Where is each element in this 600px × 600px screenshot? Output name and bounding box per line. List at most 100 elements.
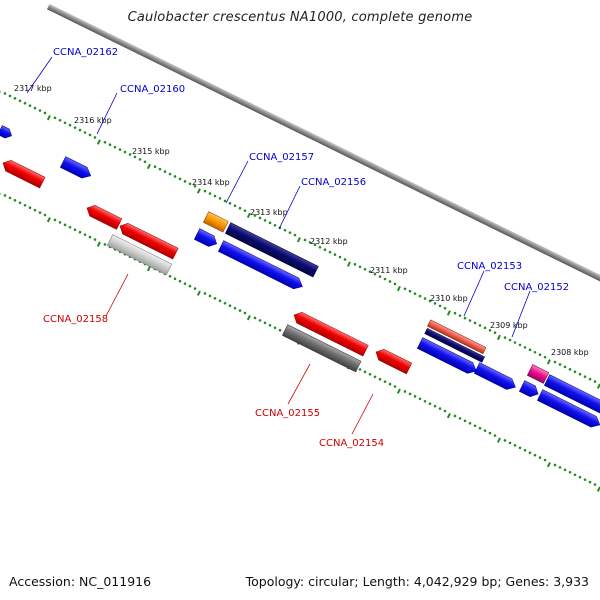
- tick-dot: [238, 206, 242, 210]
- gene-feature-reverse[interactable]: [291, 310, 369, 357]
- gene-label-ccna-02155[interactable]: CCNA_02155: [255, 408, 320, 419]
- tick-dot: [63, 223, 67, 227]
- tick-dot: [118, 148, 122, 151]
- tick-dot: [158, 167, 162, 171]
- tick-dot: [13, 97, 17, 100]
- tick-dot: [88, 133, 92, 137]
- tick-dot: [68, 226, 72, 229]
- tick-dot: [578, 372, 582, 376]
- gene-label-ccna-02152[interactable]: CCNA_02152: [504, 282, 569, 293]
- tick-dot: [23, 203, 27, 207]
- tick-mark: [346, 261, 351, 267]
- tick-dot: [433, 404, 437, 408]
- tick-dot: [88, 235, 92, 239]
- tick-dot: [133, 155, 137, 159]
- tick-dot: [383, 277, 387, 281]
- gene-label-ccna-02160[interactable]: CCNA_02160: [120, 84, 185, 95]
- tick-dot: [103, 243, 107, 246]
- gene-label-ccna-02156[interactable]: CCNA_02156: [301, 177, 366, 188]
- tick-mark: [296, 237, 301, 243]
- tick-dot: [563, 365, 567, 369]
- gene-feature-reverse[interactable]: [281, 324, 362, 373]
- gene-feature-forward[interactable]: [424, 327, 485, 363]
- tick-dot: [553, 360, 557, 364]
- tick-dot: [68, 123, 72, 127]
- gene-label-ccna-02154[interactable]: CCNA_02154: [319, 438, 384, 449]
- tick-dot: [223, 301, 227, 305]
- gene-feature-forward[interactable]: [217, 240, 305, 292]
- tick-dot: [408, 289, 412, 293]
- tick-dot: [473, 424, 477, 428]
- tick-dot: [393, 282, 397, 286]
- tick-dot: [493, 434, 497, 437]
- tick-dot: [358, 368, 362, 371]
- tick-dot: [173, 277, 177, 281]
- kbp-label-2311: 2311 kbp: [370, 266, 408, 275]
- tick-dot: [203, 189, 207, 193]
- gene-feature-forward[interactable]: [416, 337, 479, 377]
- gene-feature-forward[interactable]: [202, 211, 229, 233]
- gene-feature-forward[interactable]: [193, 228, 219, 250]
- tick-dot: [63, 121, 67, 125]
- tick-dot: [373, 375, 377, 379]
- gene-feature-forward[interactable]: [536, 389, 600, 431]
- tick-dot: [268, 324, 272, 327]
- gene-feature-forward[interactable]: [0, 125, 14, 141]
- tick-dot: [428, 402, 432, 406]
- tick-dot: [293, 233, 297, 237]
- tick-dot: [183, 282, 187, 285]
- tick-dot: [488, 328, 492, 332]
- tick-dot: [573, 370, 577, 374]
- tick-dot: [188, 284, 192, 288]
- tick-dot: [338, 255, 342, 259]
- tick-dot: [468, 422, 472, 425]
- tick-dot: [563, 468, 567, 472]
- gene-feature-reverse[interactable]: [373, 347, 413, 375]
- gene-feature-forward[interactable]: [543, 374, 600, 417]
- kbp-label-2310: 2310 kbp: [430, 294, 468, 303]
- gene-feature-forward[interactable]: [473, 362, 518, 393]
- tick-dot: [568, 368, 572, 371]
- tick-dot: [243, 311, 247, 315]
- gene-feature-reverse[interactable]: [0, 158, 46, 189]
- tick-dot: [228, 202, 232, 205]
- tick-dot: [588, 480, 592, 484]
- tick-mark: [146, 266, 151, 272]
- tick-dot: [333, 253, 337, 256]
- tick-dot: [183, 180, 187, 183]
- tick-dot: [78, 128, 82, 132]
- gene-label-ccna-02158[interactable]: CCNA_02158: [43, 314, 108, 325]
- gene-feature-forward[interactable]: [427, 319, 487, 355]
- tick-dot: [78, 230, 82, 234]
- gene-feature-reverse[interactable]: [84, 203, 123, 230]
- gene-feature-forward[interactable]: [518, 380, 540, 400]
- accession-text: Accession: NC_011916: [9, 574, 152, 589]
- tick-dot: [533, 453, 537, 457]
- gene-feature-forward[interactable]: [59, 156, 93, 182]
- tick-dot: [503, 336, 507, 339]
- tick-dot: [153, 165, 157, 168]
- tick-mark: [446, 310, 451, 316]
- tick-dot: [458, 314, 462, 317]
- gene-feature-reverse[interactable]: [117, 221, 179, 260]
- tick-dot: [558, 363, 562, 366]
- gene-label-ccna-02157[interactable]: CCNA_02157: [249, 152, 314, 163]
- gene-feature-forward[interactable]: [526, 364, 550, 384]
- tick-dot: [543, 458, 547, 462]
- tick-dot: [443, 409, 447, 413]
- tick-mark: [446, 413, 451, 419]
- tick-dot: [353, 263, 357, 266]
- tick-dot: [438, 304, 442, 308]
- tick-dot: [123, 150, 127, 154]
- gene-feature-reverse[interactable]: [106, 234, 173, 276]
- outer-tick-ring: [0, 91, 600, 389]
- gene-feature-forward[interactable]: [224, 222, 319, 278]
- tick-dot: [428, 299, 432, 303]
- gene-label-ccna-02162[interactable]: CCNA_02162: [53, 47, 118, 58]
- tick-dot: [13, 199, 17, 202]
- tick-dot: [213, 297, 217, 300]
- gene-label-ccna-02153[interactable]: CCNA_02153: [457, 261, 522, 272]
- tick-mark: [96, 139, 101, 145]
- tick-dot: [223, 199, 227, 203]
- tick-dot: [388, 382, 392, 386]
